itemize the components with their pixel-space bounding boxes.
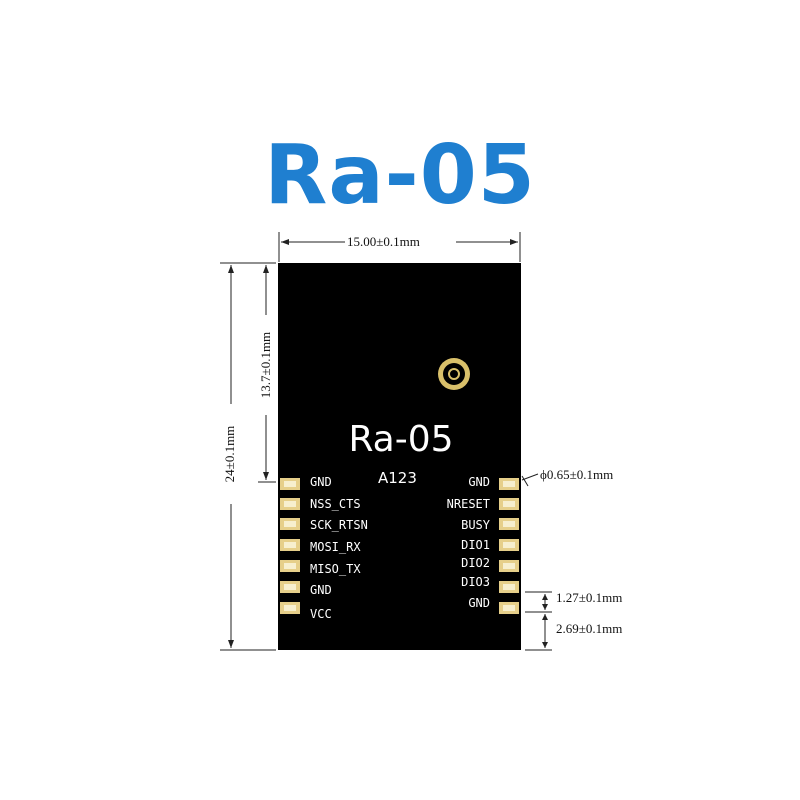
left-pad-1 xyxy=(280,478,300,490)
pin-pitch-label: 1.27±0.1mm xyxy=(556,590,623,605)
left-pad-5 xyxy=(280,560,300,572)
left-pad-4 xyxy=(280,539,300,551)
right-pad-7 xyxy=(499,602,519,614)
width-dimension-label: 15.00±0.1mm xyxy=(347,234,420,250)
left-pin-label: MOSI_RX xyxy=(310,540,361,554)
left-pin-label: NSS_CTS xyxy=(310,497,361,511)
page-title: Ra-05 xyxy=(264,128,536,223)
left-pad-2 xyxy=(280,498,300,510)
antenna-offset-label: 13.7±0.1mm xyxy=(258,315,274,415)
left-pin-label: VCC xyxy=(310,607,332,621)
pad-diameter-label: ϕ0.65±0.1mm xyxy=(540,467,614,482)
right-pad-4 xyxy=(499,539,519,551)
right-pin-label: BUSY xyxy=(461,518,490,532)
left-pad-6 xyxy=(280,581,300,593)
right-pin-label: GND xyxy=(468,596,490,610)
right-pin-label: NRESET xyxy=(446,497,490,511)
right-pad-2 xyxy=(499,498,519,510)
left-pin-label: GND xyxy=(310,583,332,597)
left-pad-3 xyxy=(280,518,300,530)
left-pin-label: GND xyxy=(310,475,332,489)
left-pin-label: MISO_TX xyxy=(310,562,361,576)
right-pin-label: DIO1 xyxy=(461,538,490,552)
left-pin-label: SCK_RTSN xyxy=(310,518,368,532)
right-pin-label: DIO2 xyxy=(461,556,490,570)
right-pin-label: DIO3 xyxy=(461,575,490,589)
right-pad-5 xyxy=(499,560,519,572)
bottom-offset-label: 2.69±0.1mm xyxy=(556,621,623,636)
module-board xyxy=(278,263,521,650)
right-pad-1 xyxy=(499,478,519,490)
antenna-connector-icon xyxy=(438,358,470,390)
module-code: A123 xyxy=(378,469,417,487)
left-pad-7 xyxy=(280,602,300,614)
right-pad-3 xyxy=(499,518,519,530)
right-pin-label: GND xyxy=(468,475,490,489)
module-name: Ra-05 xyxy=(348,419,454,460)
right-pad-6 xyxy=(499,581,519,593)
